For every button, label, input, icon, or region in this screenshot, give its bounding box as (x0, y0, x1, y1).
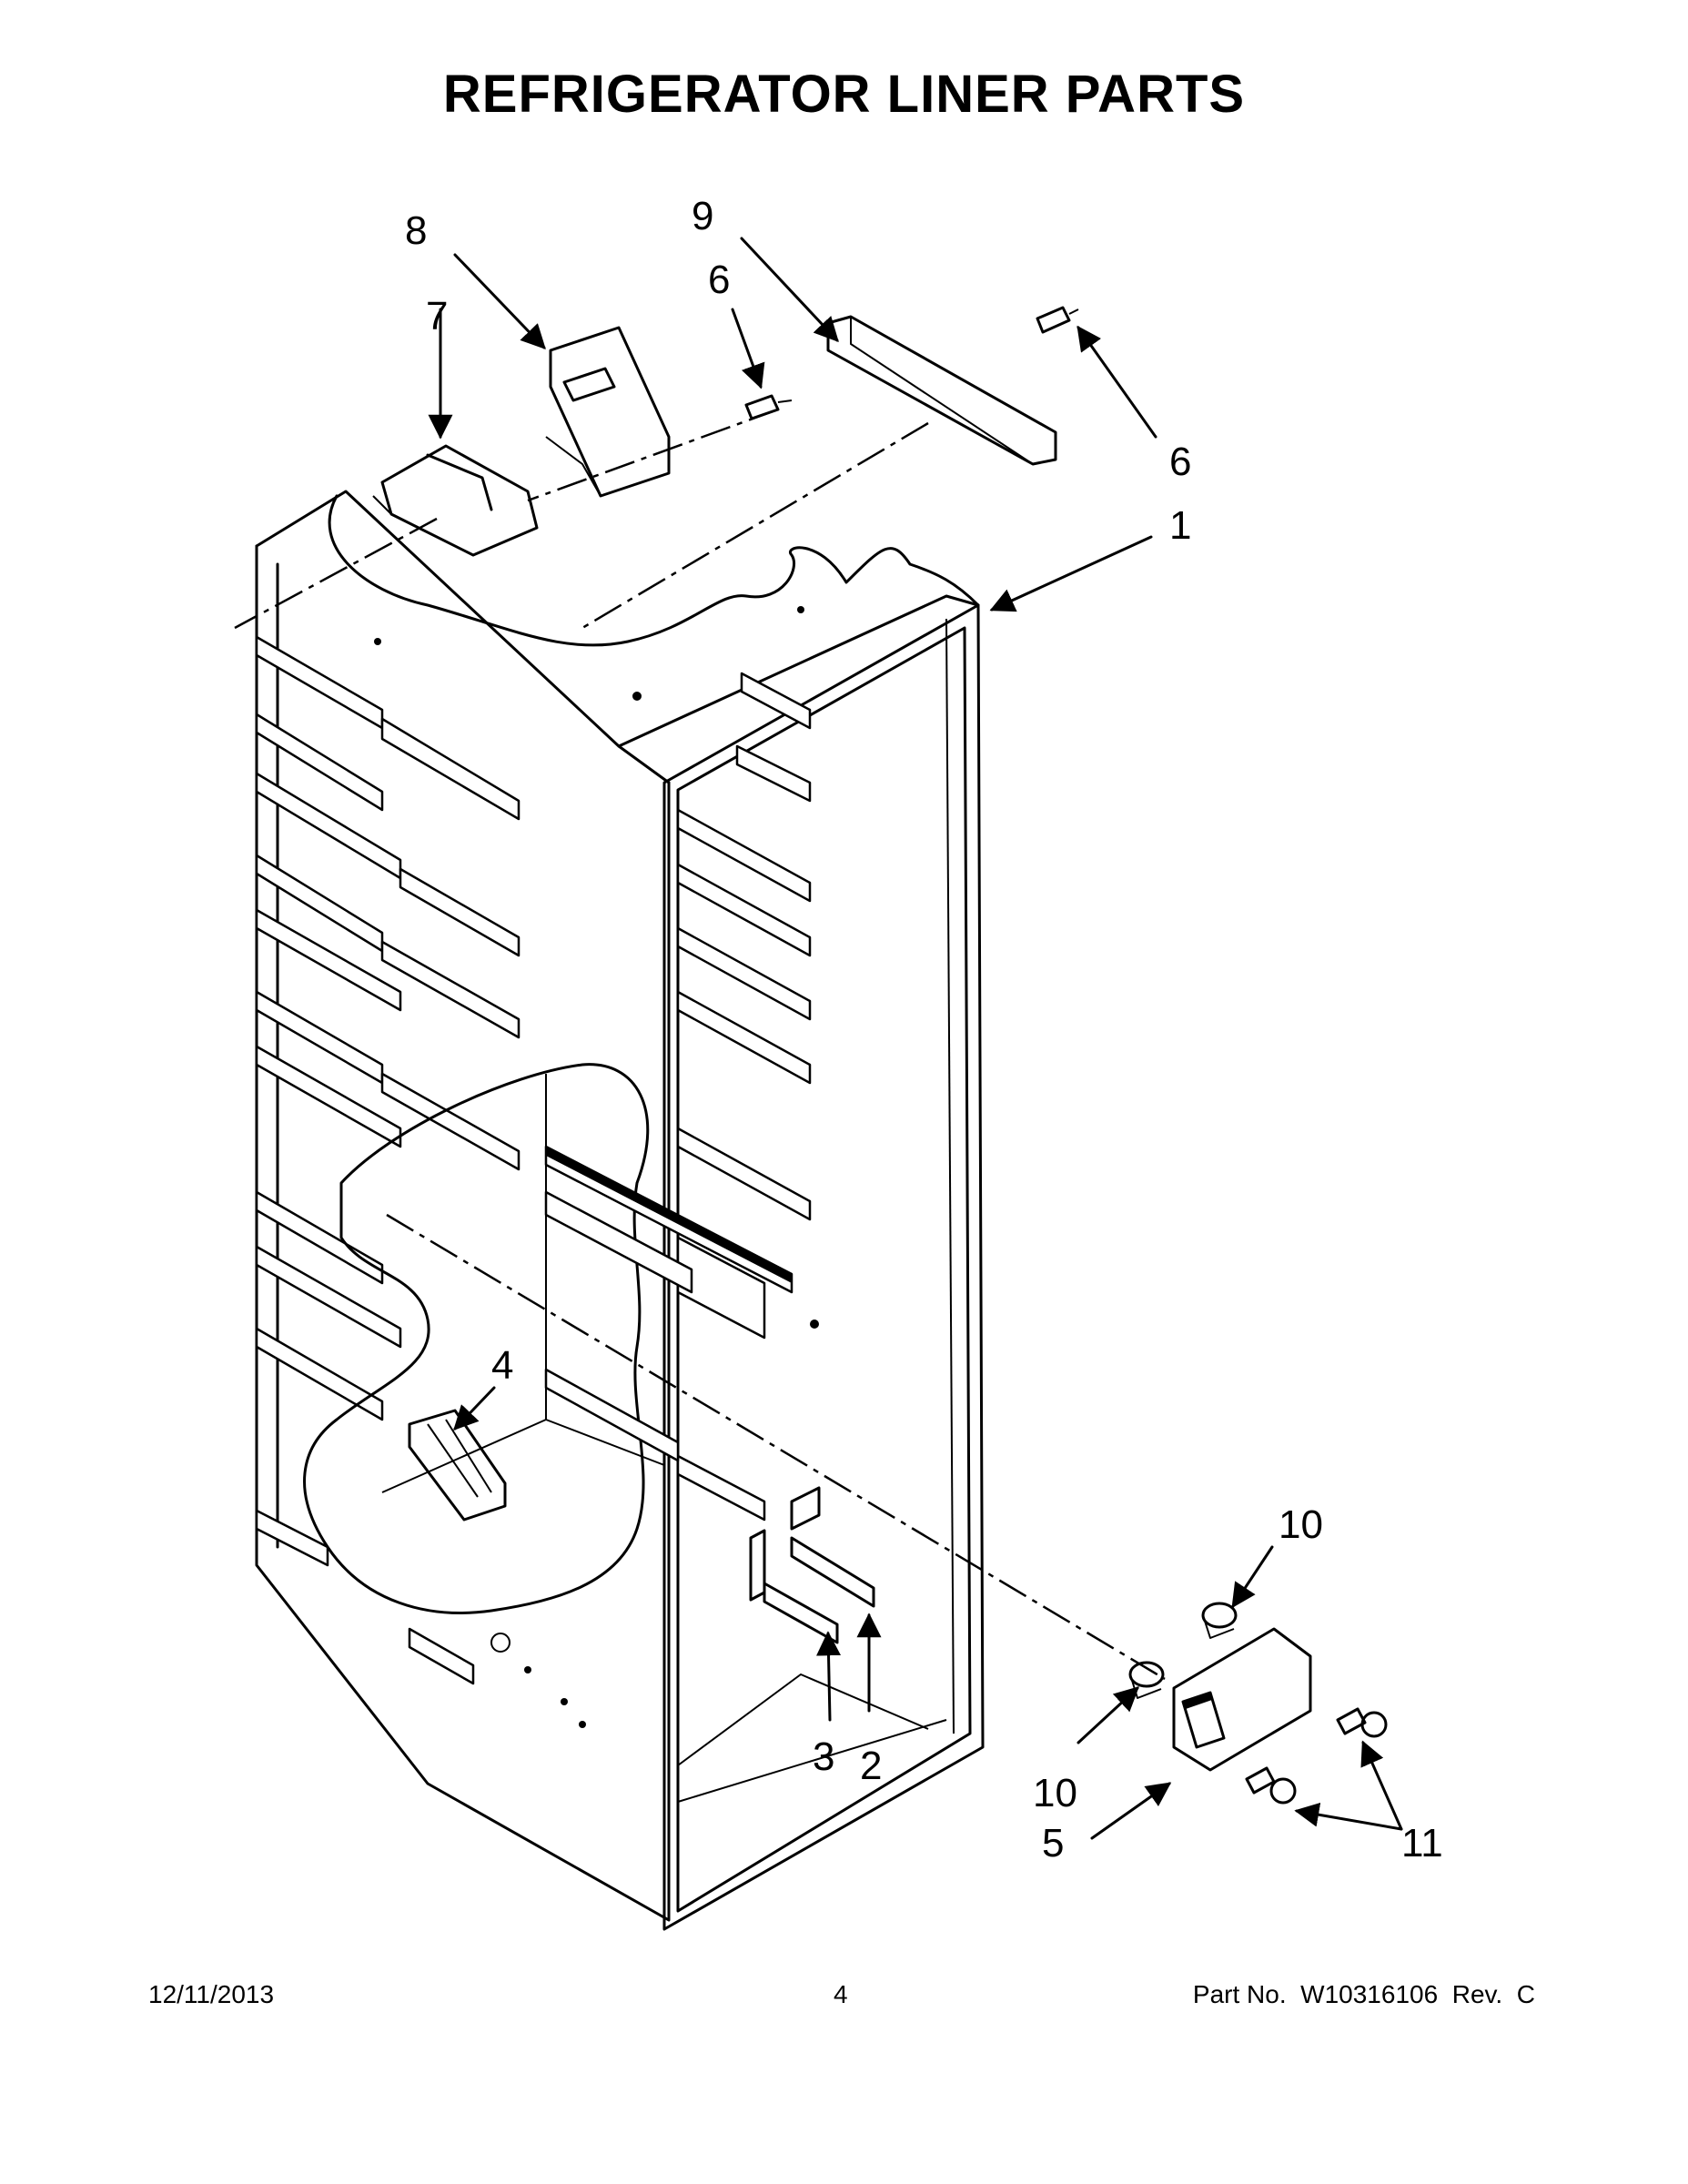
assembly-line-bracket (527, 408, 779, 502)
assembly-line-bottom (386, 1213, 1166, 1681)
assembly-line-left (234, 517, 438, 630)
part-11-screw-lower (1245, 1766, 1297, 1805)
callout-11: 11 (1401, 1821, 1443, 1866)
page-title: REFRIGERATOR LINER PARTS (442, 65, 1246, 124)
callout-10-lower: 10 (1033, 1771, 1077, 1815)
callout-6-right: 6 (1169, 440, 1191, 484)
footer-part-number: Part No. W10316106 Rev. C (1192, 1980, 1535, 2008)
part-5-housing (1172, 1627, 1312, 1772)
footer-date: 12/11/2013 (148, 1980, 275, 2008)
callout-9: 9 (692, 194, 713, 238)
leader-arrows (428, 237, 1403, 1840)
refrigerator-liner (255, 490, 985, 1931)
part-6-screw-right (1036, 306, 1079, 334)
part-6-screw-left (744, 394, 793, 420)
callout-8: 8 (405, 208, 427, 253)
right-shelf-rails (676, 672, 812, 1522)
callout-5: 5 (1042, 1821, 1064, 1866)
assembly-line-upper (581, 421, 929, 630)
footer-page-number: 4 (834, 1980, 848, 2008)
part-9-strip (826, 315, 1057, 466)
callout-10-upper: 10 (1279, 1502, 1323, 1547)
callout-2: 2 (860, 1744, 882, 1788)
left-shelf-rails (255, 635, 521, 1685)
callout-3: 3 (813, 1734, 834, 1779)
part-11-screw-upper (1336, 1707, 1388, 1738)
callout-6-left: 6 (708, 258, 730, 302)
part-10-clip-upper (1201, 1602, 1238, 1639)
part-7-housing (372, 444, 539, 557)
callout-7: 7 (426, 294, 448, 339)
callout-1: 1 (1169, 503, 1191, 548)
callout-4: 4 (491, 1343, 513, 1388)
part-8-bracket (545, 326, 671, 498)
